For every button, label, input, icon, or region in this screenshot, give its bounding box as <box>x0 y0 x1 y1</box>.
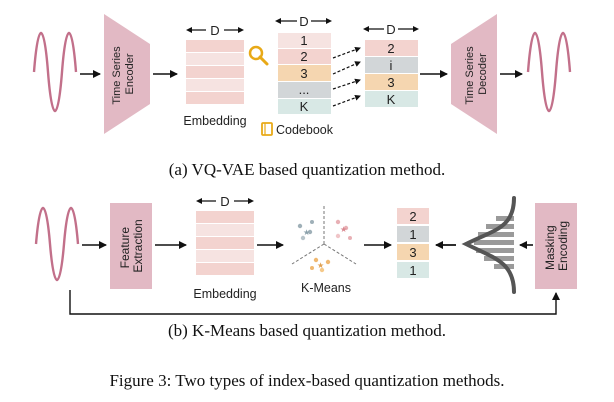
codebook-cell <box>278 65 331 81</box>
index-cell-text: 1 <box>409 227 416 242</box>
svg-text:★: ★ <box>340 225 347 234</box>
quantized-cell <box>365 74 418 90</box>
codebook-cell-text: 3 <box>300 66 307 81</box>
codebook-cell <box>278 33 331 48</box>
output-wave-a <box>526 32 572 112</box>
svg-text:★: ★ <box>317 261 324 270</box>
arrow-feedback-path <box>69 290 560 315</box>
book-icon <box>261 122 273 136</box>
index-cell <box>397 208 429 224</box>
embedding-grid-b <box>196 211 254 275</box>
encoder-label-line1: Time Series <box>111 46 123 105</box>
dim-label-embedding-a: D <box>210 23 219 38</box>
dim-label-embedding-b: D <box>220 194 229 209</box>
codebook-dimension-marker: D <box>275 14 332 29</box>
caption-a: (a) VQ-VAE based quantization method. <box>169 160 446 179</box>
time-series-decoder <box>451 14 497 134</box>
quantized-cell <box>365 57 418 73</box>
embedding-dimension-marker-b: D <box>196 194 254 209</box>
codebook-cell <box>278 49 331 64</box>
svg-text:★: ★ <box>303 228 310 237</box>
embedding-grid-a <box>186 40 244 104</box>
quantized-cell-text: K <box>387 92 396 107</box>
svg-text:Masking Encoding: Masking Encoding <box>543 221 570 271</box>
dim-label-quantized: D <box>386 22 395 37</box>
figure-caption: Figure 3: Two types of index-based quant… <box>109 371 504 390</box>
codebook-label: Codebook <box>276 123 334 137</box>
codebook-cell <box>278 82 331 98</box>
kmeans-cluster-diagram: ★ ★ ★ <box>291 206 357 273</box>
distribution-icon <box>461 196 516 294</box>
index-table: 2 1 3 1 <box>397 208 429 278</box>
dim-label-codebook: D <box>299 14 308 29</box>
index-cell-text: 1 <box>409 263 416 278</box>
caption-b: (b) K-Means based quantization method. <box>168 321 446 340</box>
index-cell-text: 2 <box>409 209 416 224</box>
quantized-cell-text: 2 <box>387 41 394 56</box>
svg-text:Feature Extraction: Feature Extraction <box>118 219 145 272</box>
index-cell <box>397 262 429 278</box>
codebook-lookup-arrows <box>332 46 361 107</box>
quantized-table: 2 i 3 K <box>365 40 418 107</box>
codebook-cell-text: ... <box>299 82 310 97</box>
time-series-encoder <box>104 14 150 134</box>
quantized-dimension-marker: D <box>363 22 419 37</box>
decoder-label-line2: Decoder <box>477 53 489 95</box>
panel-b: Feature Extraction D Embedding <box>34 194 577 340</box>
svg-text:Time Series Decoder: Time Series Decoder <box>464 43 489 104</box>
masking-label-line2: Encoding <box>556 221 570 271</box>
kmeans-label: K-Means <box>301 281 351 295</box>
decoder-label-line1: Time Series <box>464 46 476 105</box>
embedding-label-a: Embedding <box>183 114 246 128</box>
input-wave-a <box>32 32 78 112</box>
index-cell <box>397 244 429 260</box>
codebook-cell-text: K <box>300 99 309 114</box>
encoder-label-line2: Encoder <box>124 53 136 94</box>
quantized-cell-text: i <box>390 58 393 73</box>
svg-text:Time Series Encoder: Time Series Encoder <box>111 43 136 104</box>
embedding-label-b: Embedding <box>193 287 256 301</box>
feature-label-line1: Feature <box>118 227 132 269</box>
codebook-table: 1 2 3 ... K <box>278 33 331 114</box>
embedding-dimension-marker: D <box>186 23 244 38</box>
quantized-cell-text: 3 <box>387 75 394 90</box>
panel-a: Time Series Encoder D Embedding <box>32 14 572 179</box>
index-cell <box>397 226 429 242</box>
magnifier-icon <box>248 45 269 66</box>
feature-extraction-box <box>110 203 152 289</box>
input-wave-b <box>34 207 80 281</box>
codebook-cell <box>278 99 331 114</box>
masking-encoding-box <box>535 203 577 289</box>
quantized-cell <box>365 91 418 107</box>
quantized-cell <box>365 40 418 56</box>
index-cell-text: 3 <box>409 245 416 260</box>
feature-label-line2: Extraction <box>131 219 145 272</box>
codebook-cell-text: 1 <box>300 33 307 48</box>
codebook-cell-text: 2 <box>300 49 307 64</box>
masking-label-line1: Masking <box>543 225 557 270</box>
